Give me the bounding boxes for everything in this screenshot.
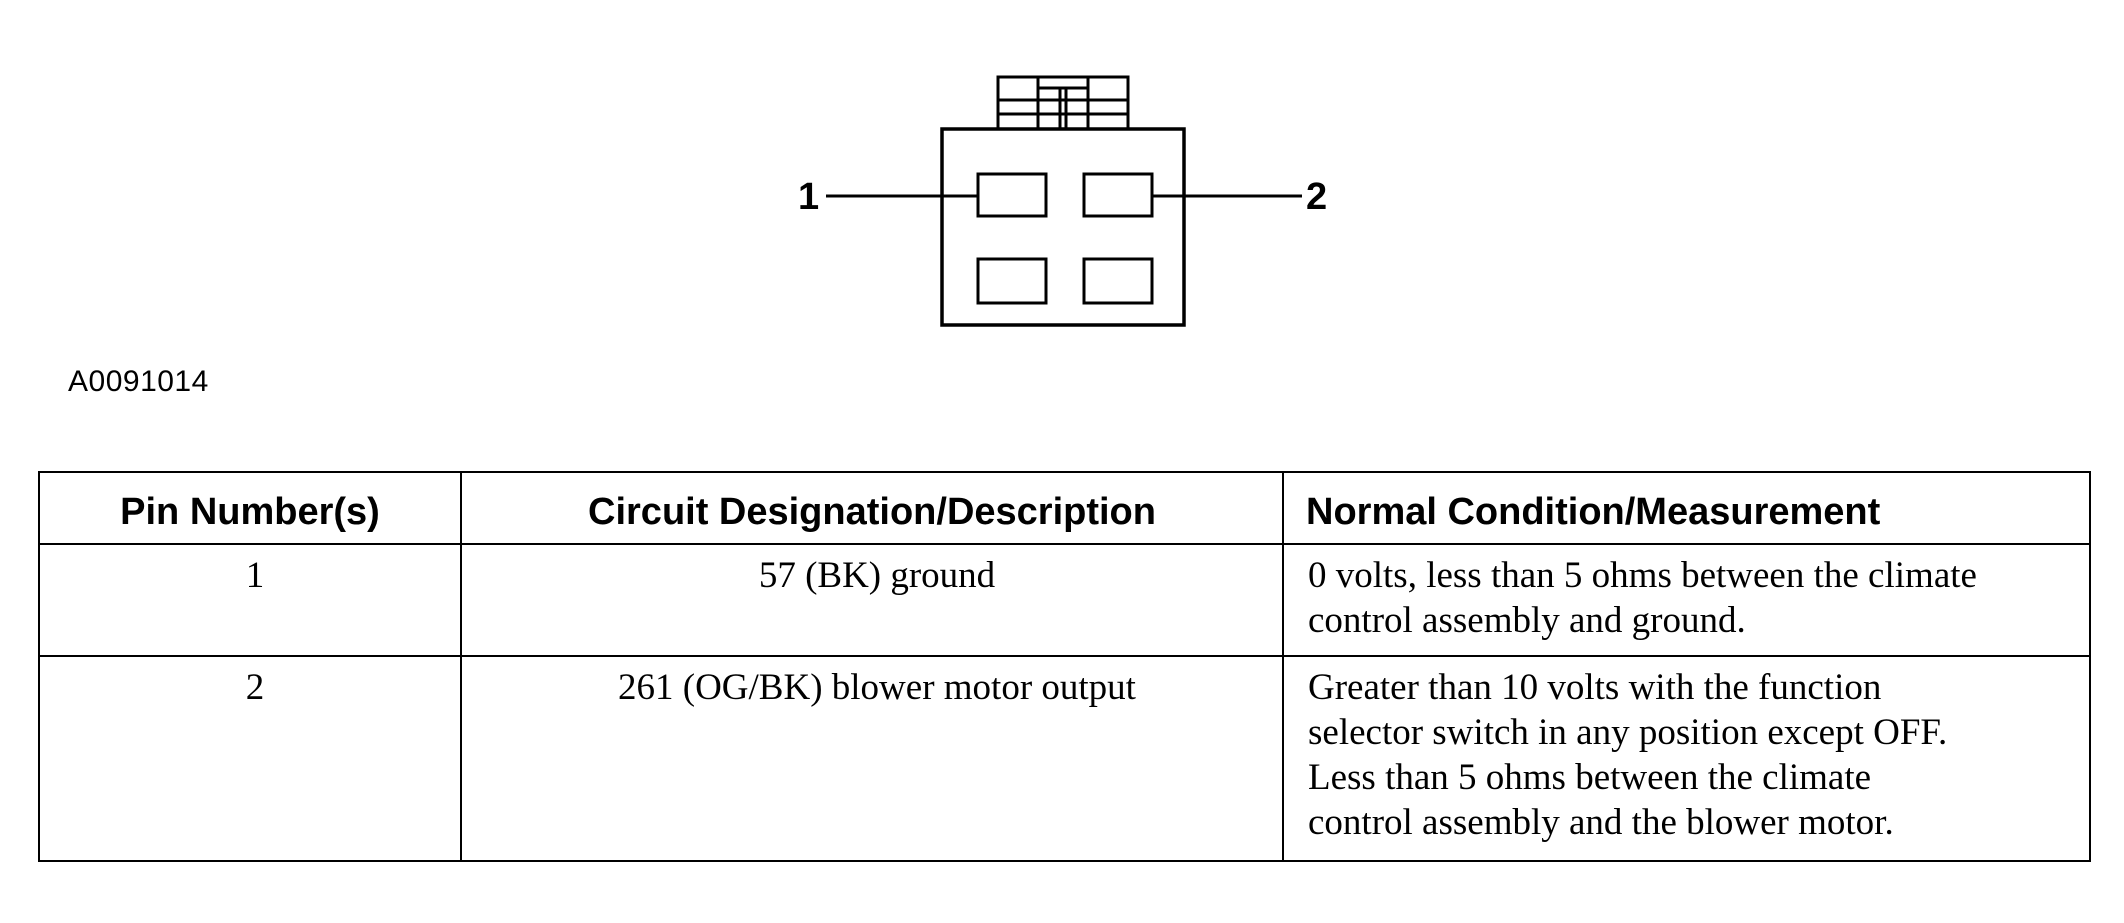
pin-cavity-4 [1082, 257, 1154, 305]
circuit-cell: 261 (OG/BK) blower motor output [460, 655, 1284, 862]
pin-number-cell: 2 [38, 655, 462, 862]
figure-id: A0091014 [68, 365, 209, 398]
circuit-cell: 57 (BK) ground [460, 543, 1284, 657]
connector-diagram: 1 2 [0, 0, 2124, 360]
table-row: 1 57 (BK) ground 0 volts, less than 5 oh… [38, 543, 2091, 657]
header-normal-condition: Normal Condition/Measurement [1282, 471, 2091, 545]
pin-cavity-3 [976, 257, 1048, 305]
condition-line: control assembly and the blower motor. [1308, 802, 1894, 843]
pin-number-cell: 1 [38, 543, 462, 657]
header-pin-numbers: Pin Number(s) [38, 471, 462, 545]
connector-body [940, 127, 1186, 327]
pin-table: Pin Number(s) Circuit Designation/Descri… [38, 471, 2091, 862]
pin-2-label: 2 [1306, 176, 1327, 218]
table-header-row: Pin Number(s) Circuit Designation/Descri… [38, 471, 2091, 545]
condition-cell: Greater than 10 volts with the function … [1282, 655, 2091, 862]
condition-cell: 0 volts, less than 5 ohms between the cl… [1282, 543, 2091, 657]
condition-line: Less than 5 ohms between the climate [1308, 757, 1872, 798]
table-row: 2 261 (OG/BK) blower motor output Greate… [38, 655, 2091, 862]
connector-lock-tab [996, 75, 1130, 133]
header-circuit-designation: Circuit Designation/Description [460, 471, 1284, 545]
connector-face-drawing: 1 2 [798, 75, 1327, 327]
condition-line: selector switch in any position except O… [1308, 712, 1948, 753]
condition-line: Greater than 10 volts with the function [1308, 667, 1882, 708]
condition-line: 0 volts, less than 5 ohms between the cl… [1308, 555, 1977, 596]
condition-line: control assembly and ground. [1308, 600, 1746, 641]
pin-1-label: 1 [798, 176, 819, 218]
